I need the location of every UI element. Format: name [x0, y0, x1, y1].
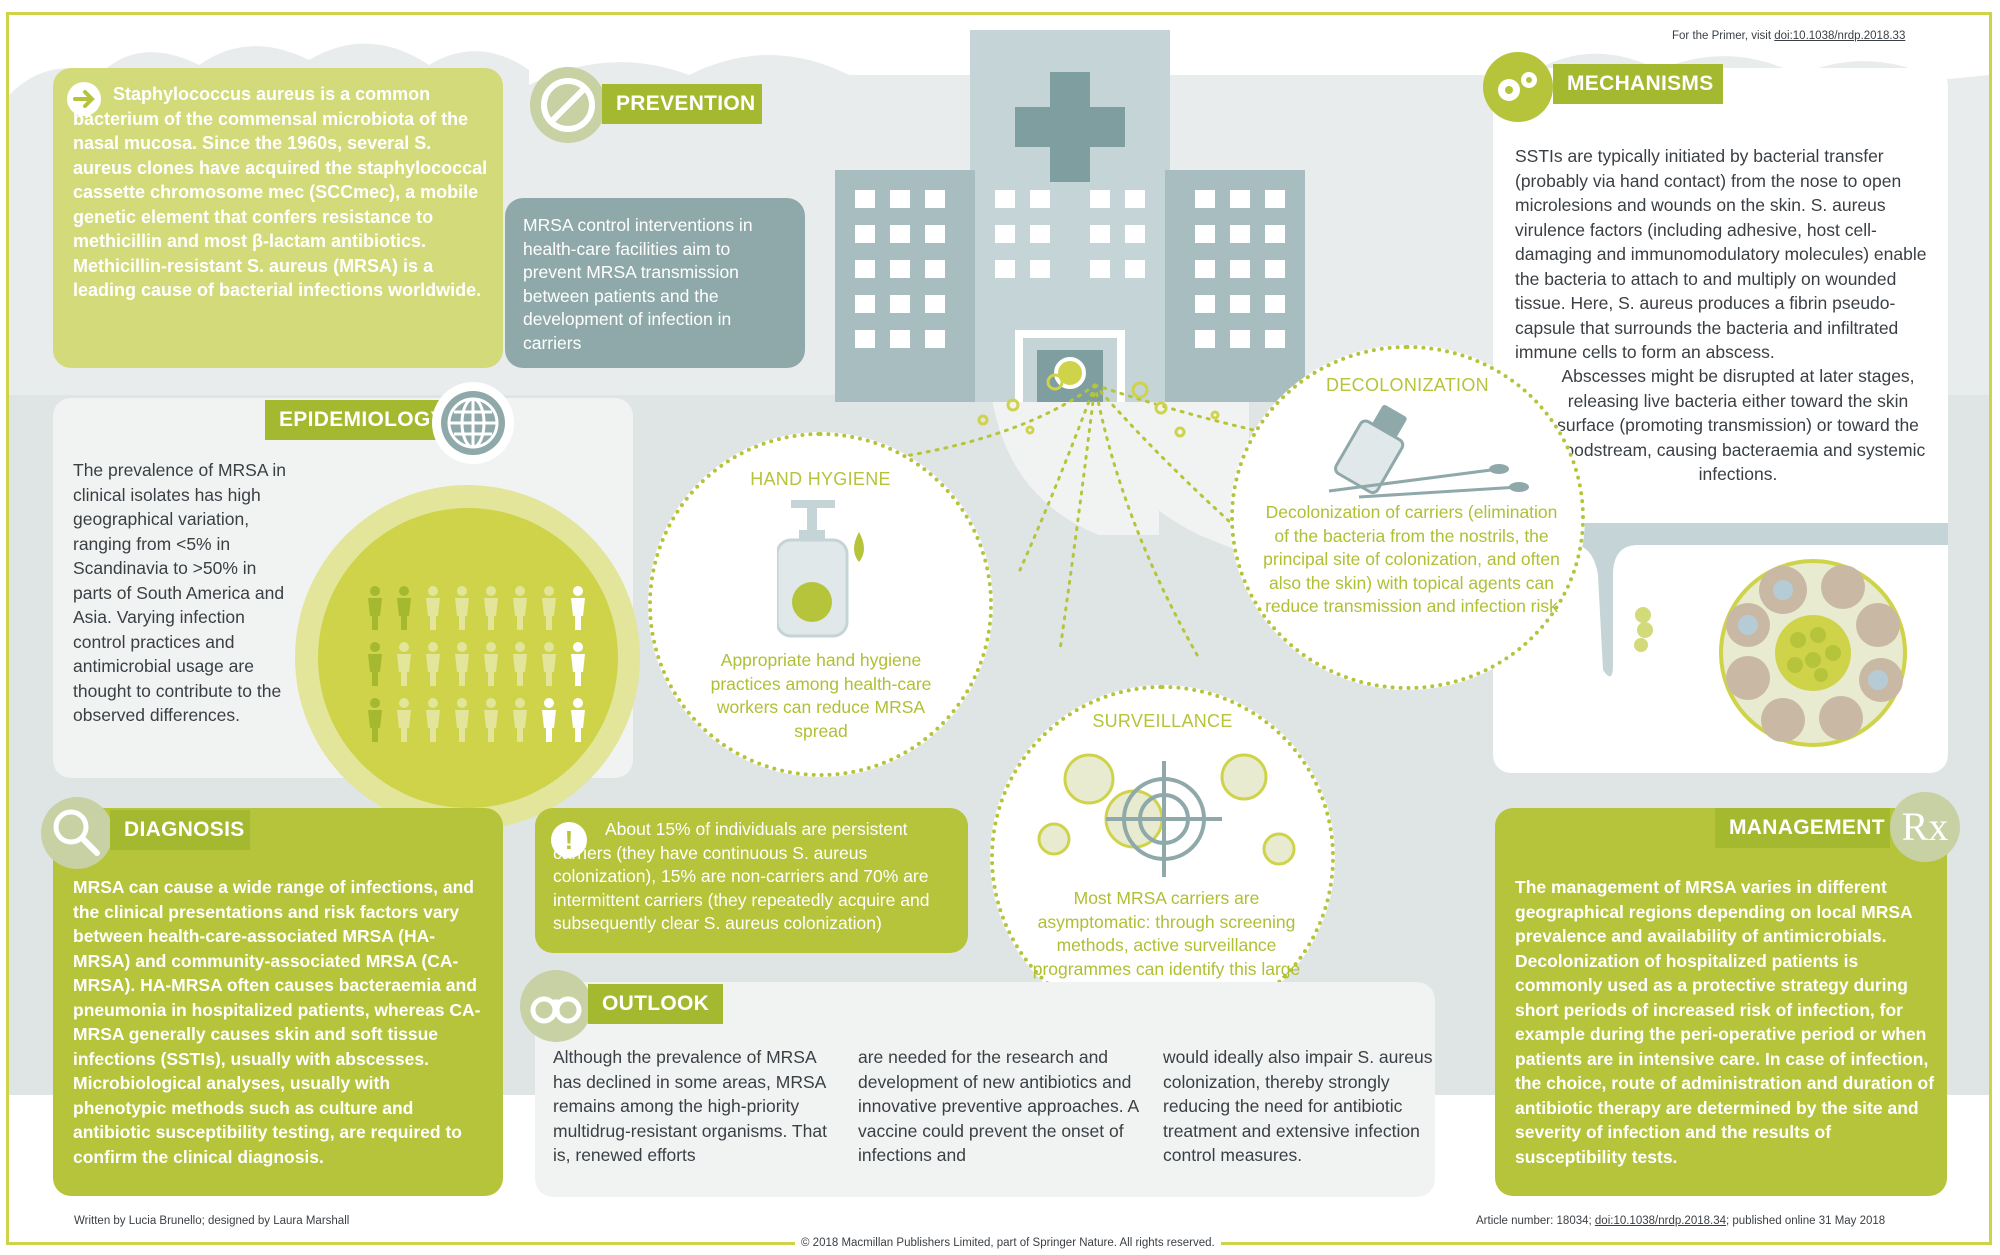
- outlook-title: OUTLOOK: [588, 984, 723, 1024]
- surveillance-circle: SURVEILLANCE Most MRSA carriers are asym…: [990, 685, 1335, 1030]
- article-prefix: Article number: 18034;: [1476, 1215, 1595, 1227]
- outlook-col-3: would ideally also impair S. aureus colo…: [1163, 1047, 1433, 1165]
- person-figure: [484, 642, 498, 686]
- hand-hygiene-title: HAND HYGIENE: [750, 469, 891, 489]
- decolonization-title: DECOLONIZATION: [1326, 375, 1489, 395]
- person-figure: [368, 642, 382, 686]
- person-figure: [426, 698, 440, 742]
- mechanisms-text-2: Abscesses might be disrupted at later st…: [1550, 366, 1926, 484]
- diagnosis-title: DIAGNOSIS: [110, 810, 250, 850]
- article-suffix: ; published online 31 May 2018: [1726, 1215, 1886, 1227]
- person-figure: [397, 642, 411, 686]
- copyright: © 2018 Macmillan Publishers Limited, par…: [795, 1237, 1221, 1249]
- person-figure: [542, 642, 556, 686]
- person-figure: [397, 698, 411, 742]
- prevention-panel: MRSA control interventions in health-car…: [505, 198, 805, 368]
- abscess-icon: [1493, 523, 1948, 747]
- primer-link[interactable]: doi:10.1038/nrdp.2018.33: [1774, 30, 1906, 42]
- intro-panel: Staphylococcus aureus is a common bacter…: [53, 68, 503, 368]
- person-figure: [513, 642, 527, 686]
- surveillance-title: SURVEILLANCE: [1092, 711, 1233, 731]
- epidemiology-text: The prevalence of MRSA in clinical isola…: [73, 460, 287, 725]
- carriers-text: About 15% of individuals are persistent …: [553, 819, 930, 933]
- magnifier-icon: [41, 797, 113, 869]
- prevention-text: MRSA control interventions in health-car…: [523, 215, 753, 353]
- mechanisms-text-1: SSTIs are typically initiated by bacteri…: [1515, 146, 1927, 362]
- mechanisms-panel: SSTIs are typically initiated by bacteri…: [1493, 68, 1948, 773]
- person-figure: [542, 698, 556, 742]
- carriers-panel: ! About 15% of individuals are persisten…: [535, 808, 968, 953]
- person-figure: [571, 642, 585, 686]
- nasal-spray-icon: [1328, 404, 1529, 499]
- person-figure: [513, 698, 527, 742]
- decolonization-circle: DECOLONIZATION Decolonization of carrier…: [1230, 345, 1585, 690]
- intro-text: Staphylococcus aureus is a common bacter…: [73, 84, 488, 300]
- binoculars-icon: [520, 970, 592, 1042]
- person-figure: [426, 642, 440, 686]
- primer-prefix: For the Primer, visit: [1672, 30, 1775, 42]
- person-figure: [397, 586, 411, 630]
- credits: Written by Lucia Brunello; designed by L…: [74, 1215, 350, 1227]
- outlook-col-2: are needed for the research and developm…: [858, 1047, 1139, 1165]
- person-figure: [484, 586, 498, 630]
- people-icon: [368, 586, 585, 742]
- hand-hygiene-text: Appropriate hand hygiene practices among…: [710, 650, 932, 741]
- person-figure: [455, 586, 469, 630]
- person-figure: [368, 698, 382, 742]
- person-figure: [368, 586, 382, 630]
- article-link[interactable]: doi:10.1038/nrdp.2018.34: [1594, 1215, 1726, 1227]
- person-figure: [513, 586, 527, 630]
- article-reference: Article number: 18034; doi:10.1038/nrdp.…: [1476, 1215, 1885, 1227]
- primer-reference: For the Primer, visit doi:10.1038/nrdp.2…: [1672, 30, 1905, 42]
- prevention-title: PREVENTION: [602, 84, 762, 124]
- soap-dispenser-icon: [777, 500, 864, 638]
- crosshair-icon: [1037, 753, 1296, 877]
- person-figure: [571, 698, 585, 742]
- management-panel: The management of MRSA varies in differe…: [1495, 808, 1947, 1196]
- person-figure: [484, 698, 498, 742]
- prohibition-icon: [530, 67, 606, 143]
- management-title: MANAGEMENT: [1715, 808, 1890, 848]
- hospital-icon: [835, 30, 1305, 402]
- mechanisms-title: MECHANISMS: [1553, 64, 1723, 104]
- person-figure: [455, 698, 469, 742]
- management-text: The management of MRSA varies in differe…: [1515, 877, 1935, 1167]
- person-figure: [426, 586, 440, 630]
- globe-icon: [432, 382, 514, 464]
- diagnosis-text: MRSA can cause a wide range of infection…: [73, 877, 481, 1167]
- connector-lines: [878, 373, 1302, 662]
- diagnosis-panel: MRSA can cause a wide range of infection…: [53, 808, 503, 1196]
- epidemiology-title: EPIDEMIOLOGY: [265, 400, 444, 440]
- hand-hygiene-circle: HAND HYGIENE Appropriate hand hygiene pr…: [648, 432, 993, 777]
- exclamation-icon: !: [551, 822, 587, 858]
- outlook-col-1: Although the prevalence of MRSA has decl…: [553, 1047, 827, 1165]
- arrow-icon: [67, 82, 101, 116]
- person-figure: [455, 642, 469, 686]
- decolonization-text: Decolonization of carriers (elimination …: [1263, 502, 1560, 616]
- person-figure: [571, 586, 585, 630]
- rx-icon: Rx: [1890, 792, 1960, 862]
- person-figure: [542, 586, 556, 630]
- gears-icon: [1483, 52, 1553, 122]
